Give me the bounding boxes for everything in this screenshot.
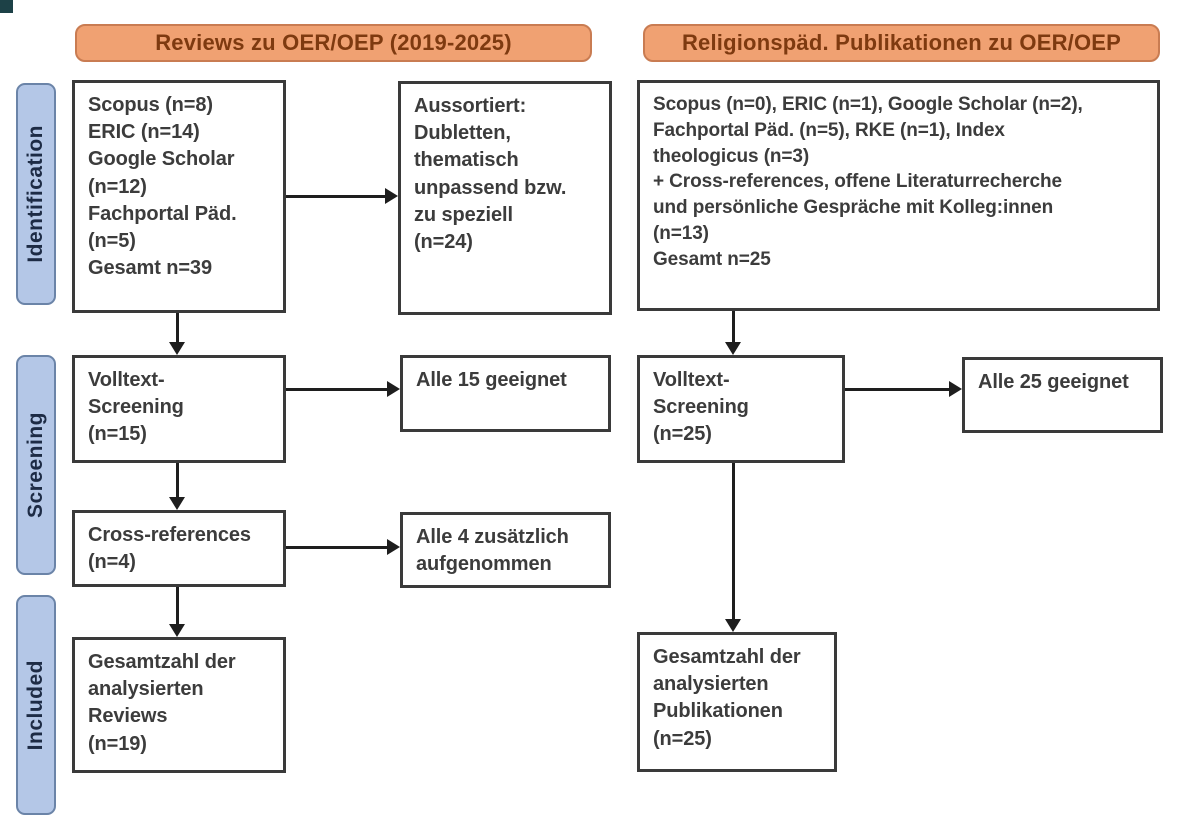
box-right-fulltext-result: Alle 25 geeignet: [962, 357, 1163, 433]
arrow-left-sources-to-fulltext-shaft: [176, 313, 179, 342]
stage-tab-included: Included: [16, 595, 56, 815]
box-right-identification-sources: Scopus (n=0), ERIC (n=1), Google Scholar…: [637, 80, 1160, 311]
arrow-right-fulltext-to-result-shaft: [845, 388, 949, 391]
arrow-left-crossref-to-result-head: [387, 539, 400, 555]
stage-tab-identification: Identification: [16, 83, 56, 305]
arrow-left-sources-to-fulltext-head: [169, 342, 185, 355]
corner-artifact: [0, 0, 13, 13]
box-right-included-total: Gesamtzahl der analysierten Publikatione…: [637, 632, 837, 772]
arrow-left-sources-to-excluded-head: [385, 188, 398, 204]
arrow-left-crossref-to-included-head: [169, 624, 185, 637]
arrow-left-fulltext-to-crossref-head: [169, 497, 185, 510]
box-left-fulltext-screening: Volltext- Screening (n=15): [72, 355, 286, 463]
arrow-left-crossref-to-result-shaft: [286, 546, 387, 549]
arrow-right-fulltext-to-result-head: [949, 381, 962, 397]
stage-label-identification: Identification: [24, 125, 47, 263]
arrow-left-fulltext-to-result-head: [387, 381, 400, 397]
box-right-fulltext-screening: Volltext- Screening (n=25): [637, 355, 845, 463]
left-column-header: Reviews zu OER/OEP (2019-2025): [75, 24, 592, 62]
box-left-identification-sources: Scopus (n=8) ERIC (n=14) Google Scholar …: [72, 80, 286, 313]
box-left-crossreferences-result: Alle 4 zusätzlich aufgenommen: [400, 512, 611, 588]
box-left-included-total: Gesamtzahl der analysierten Reviews (n=1…: [72, 637, 286, 773]
box-left-fulltext-result: Alle 15 geeignet: [400, 355, 611, 432]
right-column-header: Religionspäd. Publikationen zu OER/OEP: [643, 24, 1160, 62]
arrow-right-sources-to-fulltext-head: [725, 342, 741, 355]
box-left-excluded: Aussortiert: Dubletten, thematisch unpas…: [398, 81, 612, 315]
arrow-right-sources-to-fulltext-shaft: [732, 311, 735, 342]
arrow-left-sources-to-excluded-shaft: [286, 195, 385, 198]
arrow-left-crossref-to-included-shaft: [176, 587, 179, 624]
box-left-crossreferences: Cross-references (n=4): [72, 510, 286, 587]
arrow-left-fulltext-to-result-shaft: [286, 388, 387, 391]
arrow-left-fulltext-to-crossref-shaft: [176, 463, 179, 497]
stage-label-included: Included: [24, 659, 47, 751]
stage-label-screening: Screening: [24, 411, 47, 519]
stage-tab-screening: Screening: [16, 355, 56, 575]
arrow-right-fulltext-to-included-shaft: [732, 463, 735, 619]
arrow-right-fulltext-to-included-head: [725, 619, 741, 632]
